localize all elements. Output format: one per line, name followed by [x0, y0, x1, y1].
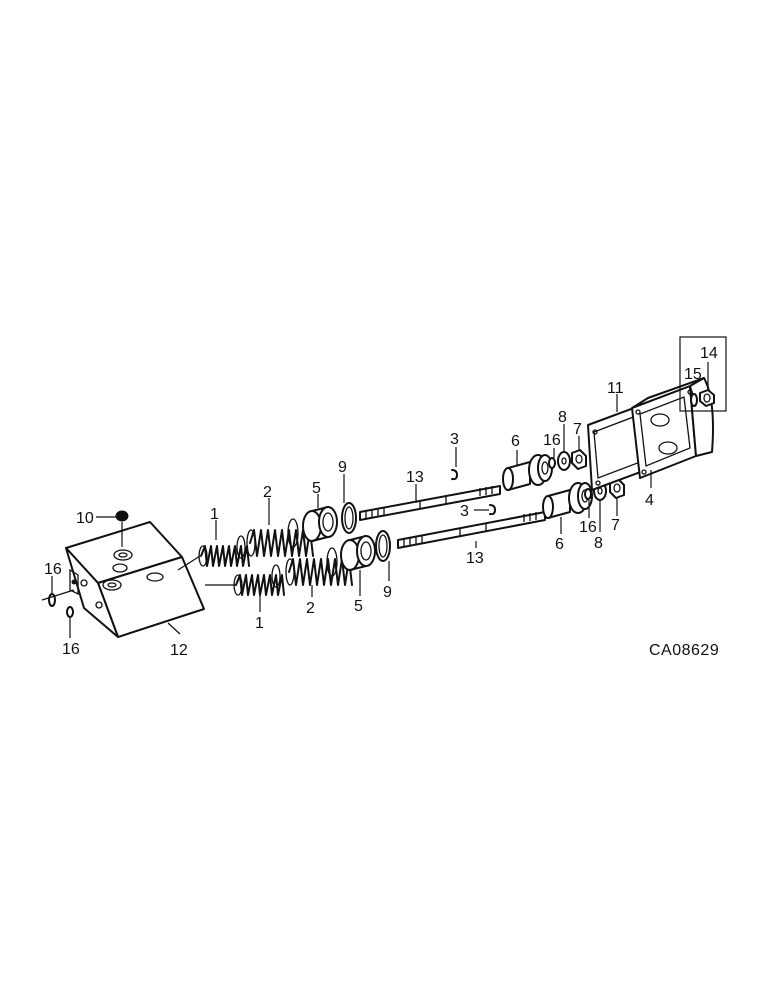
washer-8-upper [557, 451, 571, 471]
callout-8-lower: 8 [594, 535, 603, 552]
callout-5-upper: 5 [312, 480, 321, 497]
callout-3-upper: 3 [450, 431, 459, 448]
callout-12: 12 [170, 642, 188, 659]
callout-14: 14 [700, 345, 718, 362]
callout-16-valve-body-lower: 16 [62, 641, 80, 658]
callout-9-upper: 9 [338, 459, 347, 476]
spring-1-upper [198, 535, 250, 567]
callout-13-upper: 13 [406, 469, 424, 486]
callout-6-upper: 6 [511, 433, 520, 450]
callout-8-upper: 8 [558, 409, 567, 426]
spool-13-lower [397, 511, 546, 549]
callout-11: 11 [607, 380, 624, 397]
callout-7-upper: 7 [573, 421, 582, 438]
callout-7-lower: 7 [611, 517, 620, 534]
o-ring-16-upper [548, 457, 556, 469]
spring-1-lower [233, 564, 285, 596]
callout-6-lower: 6 [555, 536, 564, 553]
retainer-5-upper [302, 506, 338, 542]
callout-13-lower: 13 [466, 550, 484, 567]
callout-16-valve-body-upper: 16 [44, 561, 62, 578]
washer-9-lower [375, 530, 391, 562]
plug-14 [699, 389, 715, 407]
callout-2-lower: 2 [306, 600, 315, 617]
nut-7-upper [571, 449, 587, 470]
o-ring-15 [690, 393, 698, 407]
callout-5-lower: 5 [354, 598, 363, 615]
valve-body [65, 521, 205, 638]
callout-1-upper: 1 [210, 506, 219, 523]
spool-13-upper [359, 485, 501, 521]
leader-lines [51, 362, 709, 638]
callout-9-lower: 9 [383, 584, 392, 601]
plug-10 [115, 510, 129, 547]
callout-3-lower: 3 [460, 503, 469, 520]
callout-labels: 1 1 2 2 3 3 4 5 5 6 6 7 7 8 8 9 9 10 11 … [44, 345, 718, 659]
o-ring-16-lower [584, 488, 592, 500]
pin-3-lower [474, 504, 496, 516]
cap-6-upper [502, 454, 553, 491]
pin-3-upper [451, 447, 458, 481]
washer-9-upper [341, 502, 357, 534]
callout-4: 4 [645, 492, 654, 509]
o-ring-16-body-lower [66, 606, 74, 618]
callout-10: 10 [76, 510, 94, 527]
callout-16-upper: 16 [543, 432, 561, 449]
detail-box-14-15 [679, 336, 727, 412]
callout-1-lower: 1 [255, 615, 264, 632]
drawing-code: CA08629 [649, 642, 719, 659]
cap-6-lower [542, 482, 593, 519]
callout-15: 15 [684, 366, 702, 383]
retainer-5-lower [340, 535, 376, 571]
callout-2-upper: 2 [263, 484, 272, 501]
o-ring-16-body-upper [41, 589, 75, 607]
callout-16-lower: 16 [579, 519, 597, 536]
